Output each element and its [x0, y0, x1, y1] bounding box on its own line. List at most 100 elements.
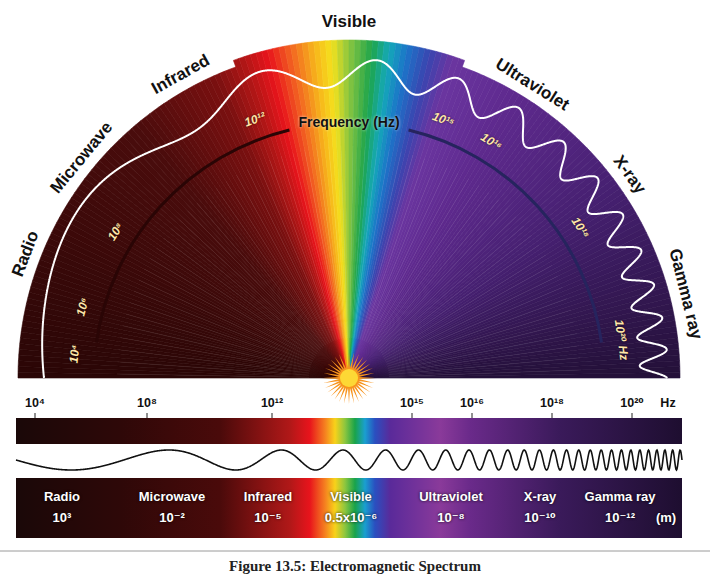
fan-ray [383, 255, 546, 357]
band-name: Visible [330, 490, 372, 504]
band-name: Microwave [139, 490, 205, 504]
fan-ray [387, 310, 571, 366]
fan-ray [341, 146, 348, 338]
wavelength-value: 10⁻⁵ [254, 511, 281, 525]
fan-ray [118, 362, 310, 375]
band-name: Infrared [149, 52, 213, 99]
axis-title: Frequency (Hz) [298, 115, 399, 130]
fan-ray [352, 147, 365, 339]
fan-ray [117, 374, 309, 377]
fan-ray [364, 163, 436, 341]
frequency-tick-label: 10²⁰ [620, 397, 644, 411]
fan-ray [356, 150, 389, 339]
fan-ray [384, 266, 552, 359]
fan-ray [197, 203, 323, 348]
fan-wedge [325, 40, 349, 378]
fan-ray [216, 188, 326, 345]
frequency-color-bar [16, 418, 682, 444]
fan-ray [381, 235, 532, 353]
source-starburst [323, 352, 375, 404]
fan-ray [368, 173, 458, 343]
frequency-tick-label: 10¹⁵ [400, 397, 424, 411]
frequency-value: 10¹⁵ [430, 110, 455, 130]
fan-ray [389, 358, 580, 375]
frequency-value: 10¹² [243, 110, 268, 130]
fan-ray [123, 326, 310, 369]
arc-wave [42, 60, 667, 378]
starburst-core [340, 369, 358, 387]
axis-tick [472, 413, 473, 418]
band-name: X-ray [609, 152, 649, 197]
frequency-arc [96, 130, 601, 342]
fan-ray [237, 175, 330, 343]
frequency-tick-label: 10¹² [261, 397, 283, 411]
band-name: Infrared [244, 490, 292, 504]
fan-ray [354, 148, 377, 339]
fan-ray [305, 150, 342, 338]
axis-tick [35, 413, 36, 418]
wavelength-value: 10⁻¹² [605, 511, 635, 525]
fan-ray [388, 334, 576, 371]
fan-ray [139, 280, 313, 361]
axis-tick [552, 413, 553, 418]
frequency-value: 10¹⁶ [478, 131, 504, 154]
wavelength-value: 10⁻² [159, 511, 185, 525]
fan-ray [360, 155, 413, 340]
frequency-tick-label: 10¹⁶ [460, 397, 484, 411]
fan-ray [350, 146, 353, 338]
frequency-tick-label: Hz [660, 397, 675, 411]
fan-ray [121, 338, 310, 371]
fan-ray [329, 147, 346, 338]
fan-ray [206, 195, 324, 346]
frequency-value: 10⁶ [75, 296, 92, 317]
wavelength-wave [16, 450, 682, 470]
frequency-value: 10⁴ [68, 344, 83, 364]
axis-tick [147, 413, 148, 418]
unit-label: (m) [656, 511, 676, 525]
axis-tick [412, 413, 413, 418]
fan-ray [378, 217, 516, 350]
frequency-tick-label: 10⁴ [25, 397, 45, 411]
fan-ray [373, 193, 489, 346]
axis-ticks [35, 413, 632, 418]
frequency-value: 10²⁰ Hz [612, 319, 631, 361]
starburst-rays [323, 352, 375, 404]
frequency-arc-high [409, 130, 602, 342]
frequency-value: 10¹⁸ [568, 215, 591, 241]
fan-ray [382, 245, 539, 355]
frequency-tick-label: 10¹⁸ [540, 397, 564, 411]
axis-tick [272, 413, 273, 418]
band-name: Ultraviolet [419, 490, 483, 504]
wavelength-value: 10⁻⁸ [437, 511, 464, 525]
fan-ray [126, 314, 311, 367]
fan-wedge [343, 40, 349, 378]
fan-ray [144, 269, 314, 359]
band-name: Radio [9, 229, 43, 280]
fan-ray [281, 156, 337, 340]
fan-ray [226, 181, 328, 344]
frequency-value: 10⁸ [105, 221, 126, 244]
fan-ray [358, 152, 401, 339]
wavelength-value: 10³ [53, 511, 72, 525]
fan-ray [389, 370, 581, 377]
spectrum-fan [18, 40, 680, 378]
wavelength-bar [16, 478, 682, 538]
band-name: Gamma ray [664, 247, 705, 341]
band-name: Visible [322, 13, 377, 32]
fan-ray [389, 346, 579, 373]
wavelength-value: 0.5x10⁻⁶ [325, 511, 378, 525]
fan-ray [258, 164, 333, 341]
band-name: Gamma ray [585, 490, 656, 504]
band-name: Microwave [47, 118, 117, 197]
fan-ray [386, 287, 563, 362]
frequency-tick-label: 10⁸ [137, 397, 157, 411]
band-name: X-ray [524, 490, 557, 504]
fan-ray [164, 238, 317, 354]
frequency-arc-low [96, 130, 289, 342]
fan-ray [317, 148, 344, 338]
band-name: Radio [44, 490, 80, 504]
fan-ray [119, 350, 310, 373]
fan-ray [188, 211, 321, 349]
caption-rule [0, 551, 710, 552]
